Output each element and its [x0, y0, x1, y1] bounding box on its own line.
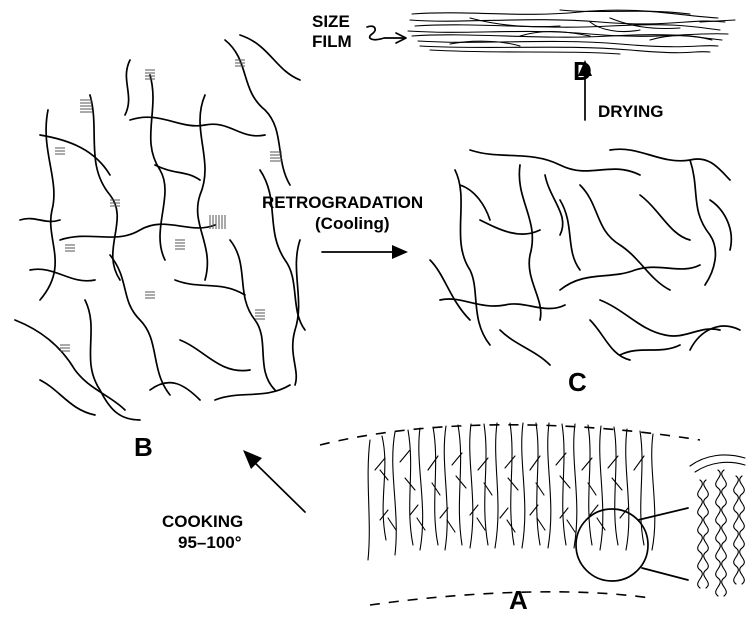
radial-chains-a [368, 423, 655, 560]
stage-c-label: C [568, 367, 587, 398]
size-label: SIZE [312, 12, 350, 32]
retrograded-network-c [430, 149, 740, 365]
cooking-label: COOKING [162, 512, 243, 532]
drying-label: DRYING [598, 102, 664, 122]
retrogradation-label: RETROGRADATION [262, 193, 423, 213]
gel-network-b [15, 35, 305, 420]
granule-outer-boundary [320, 425, 700, 445]
stage-a-label: A [509, 585, 528, 616]
film-label: FILM [312, 32, 352, 52]
size-film-pointer [367, 26, 404, 39]
cooling-label: (Cooling) [315, 214, 390, 234]
cooking-arrow [243, 450, 305, 512]
retrogradation-arrow [322, 245, 408, 259]
temperature-label: 95–100° [178, 533, 242, 553]
granule-a [320, 425, 700, 605]
magnified-region [576, 508, 688, 581]
helix-detail [690, 455, 745, 596]
stage-d-label: D [573, 56, 592, 87]
stage-b-label: B [134, 432, 153, 463]
size-film-strands [408, 10, 735, 54]
